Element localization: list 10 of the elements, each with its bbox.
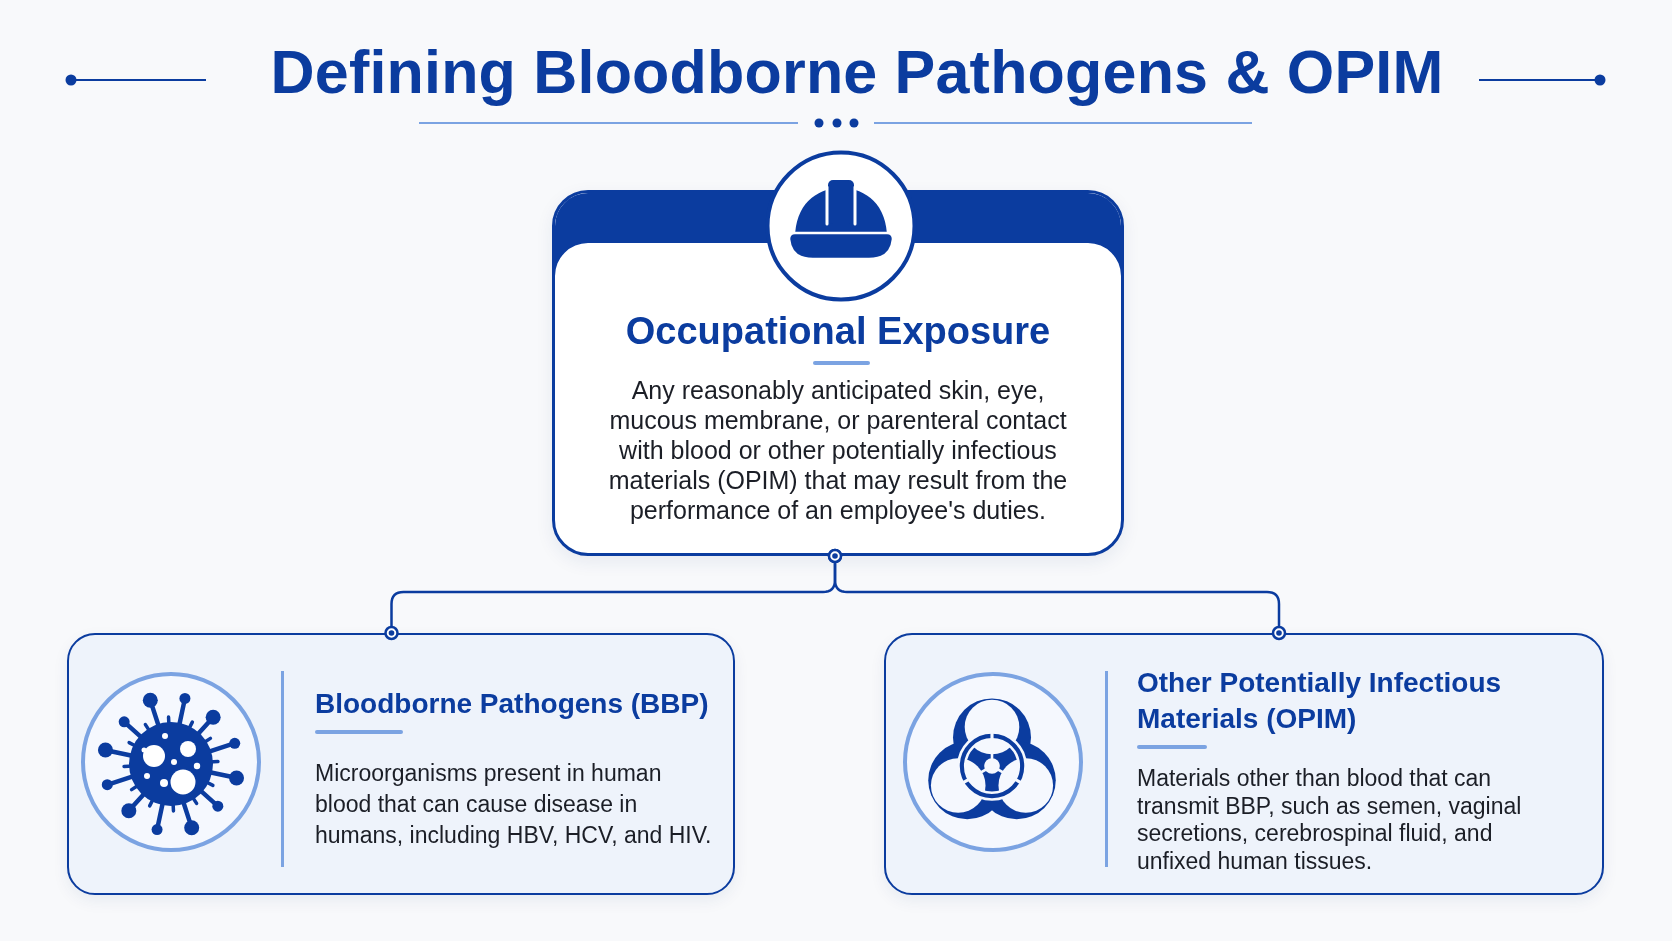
card-heading: Occupational Exposure [625,309,1051,353]
connector-line [827,548,1287,641]
card-heading: Bloodborne Pathogens (BBP) [315,687,710,721]
card-description: Microorganisms present in human blood that can cause disease in humans, including HBV, HCV, and HIV. [315,759,713,850]
card-description: Materials other than blood that can transmit BBP, such as semen, vaginal secretions, cerebrospinal fluid, and unfixed human tissues. [1137,765,1523,876]
definition-card [67,633,735,895]
definition-card [884,633,1604,895]
page-title: Defining Bloodborne Pathogens & OPIM [270,37,1444,107]
card-description: Any reasonably anticipated skin, eye, mucous membrane, or parenteral contact with blood or other potentially infectious materials (OPIM) that may result from the performance of an employee's duties. [607,375,1069,525]
card-heading: Other Potentially Infectious Materials (OPIM) [1137,666,1503,736]
